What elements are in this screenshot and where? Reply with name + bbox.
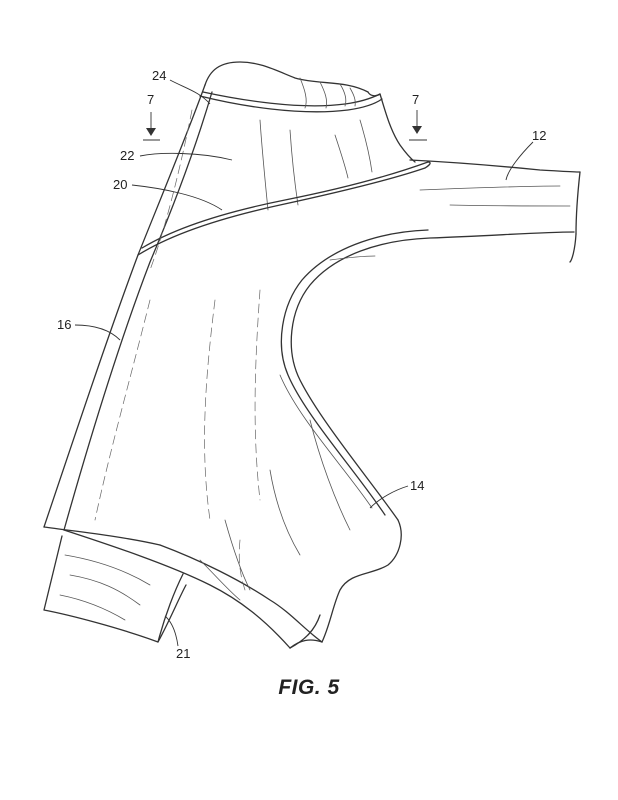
leader-lines	[75, 80, 533, 646]
ref-label-7-left: 7	[147, 92, 154, 107]
seam-band-20	[138, 162, 430, 255]
ref-label-21: 21	[176, 646, 190, 661]
ref-label-7-right: 7	[412, 92, 419, 107]
ref-label-16: 16	[57, 317, 71, 332]
housing-body	[44, 85, 580, 648]
ref-label-14: 14	[410, 478, 424, 493]
ref-label-12: 12	[532, 128, 546, 143]
section-arrow-right	[409, 110, 427, 140]
ref-label-22: 22	[120, 148, 134, 163]
top-boot-22	[200, 62, 415, 210]
figure-caption: FIG. 5	[0, 676, 618, 700]
contour-lines	[95, 110, 375, 600]
lower-tube-21	[44, 536, 186, 642]
ref-label-24: 24	[152, 68, 166, 83]
section-arrow-left	[143, 112, 160, 140]
ref-label-20: 20	[113, 177, 127, 192]
